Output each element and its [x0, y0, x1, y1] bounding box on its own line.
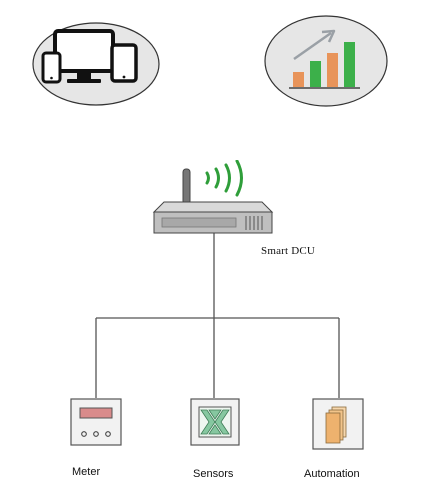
sensor-icon — [190, 398, 240, 446]
meter-icon — [70, 398, 122, 446]
automation-icon — [312, 398, 364, 450]
device-label-sensors: Sensors — [193, 468, 234, 480]
device-label-automation: Automation — [304, 468, 360, 480]
multi-device-icon — [32, 22, 160, 106]
device-label-meter: Meter — [72, 466, 101, 478]
router-wifi-icon — [152, 160, 274, 234]
hub-label: Smart DCU — [261, 245, 316, 257]
growth-chart-icon — [264, 15, 388, 107]
